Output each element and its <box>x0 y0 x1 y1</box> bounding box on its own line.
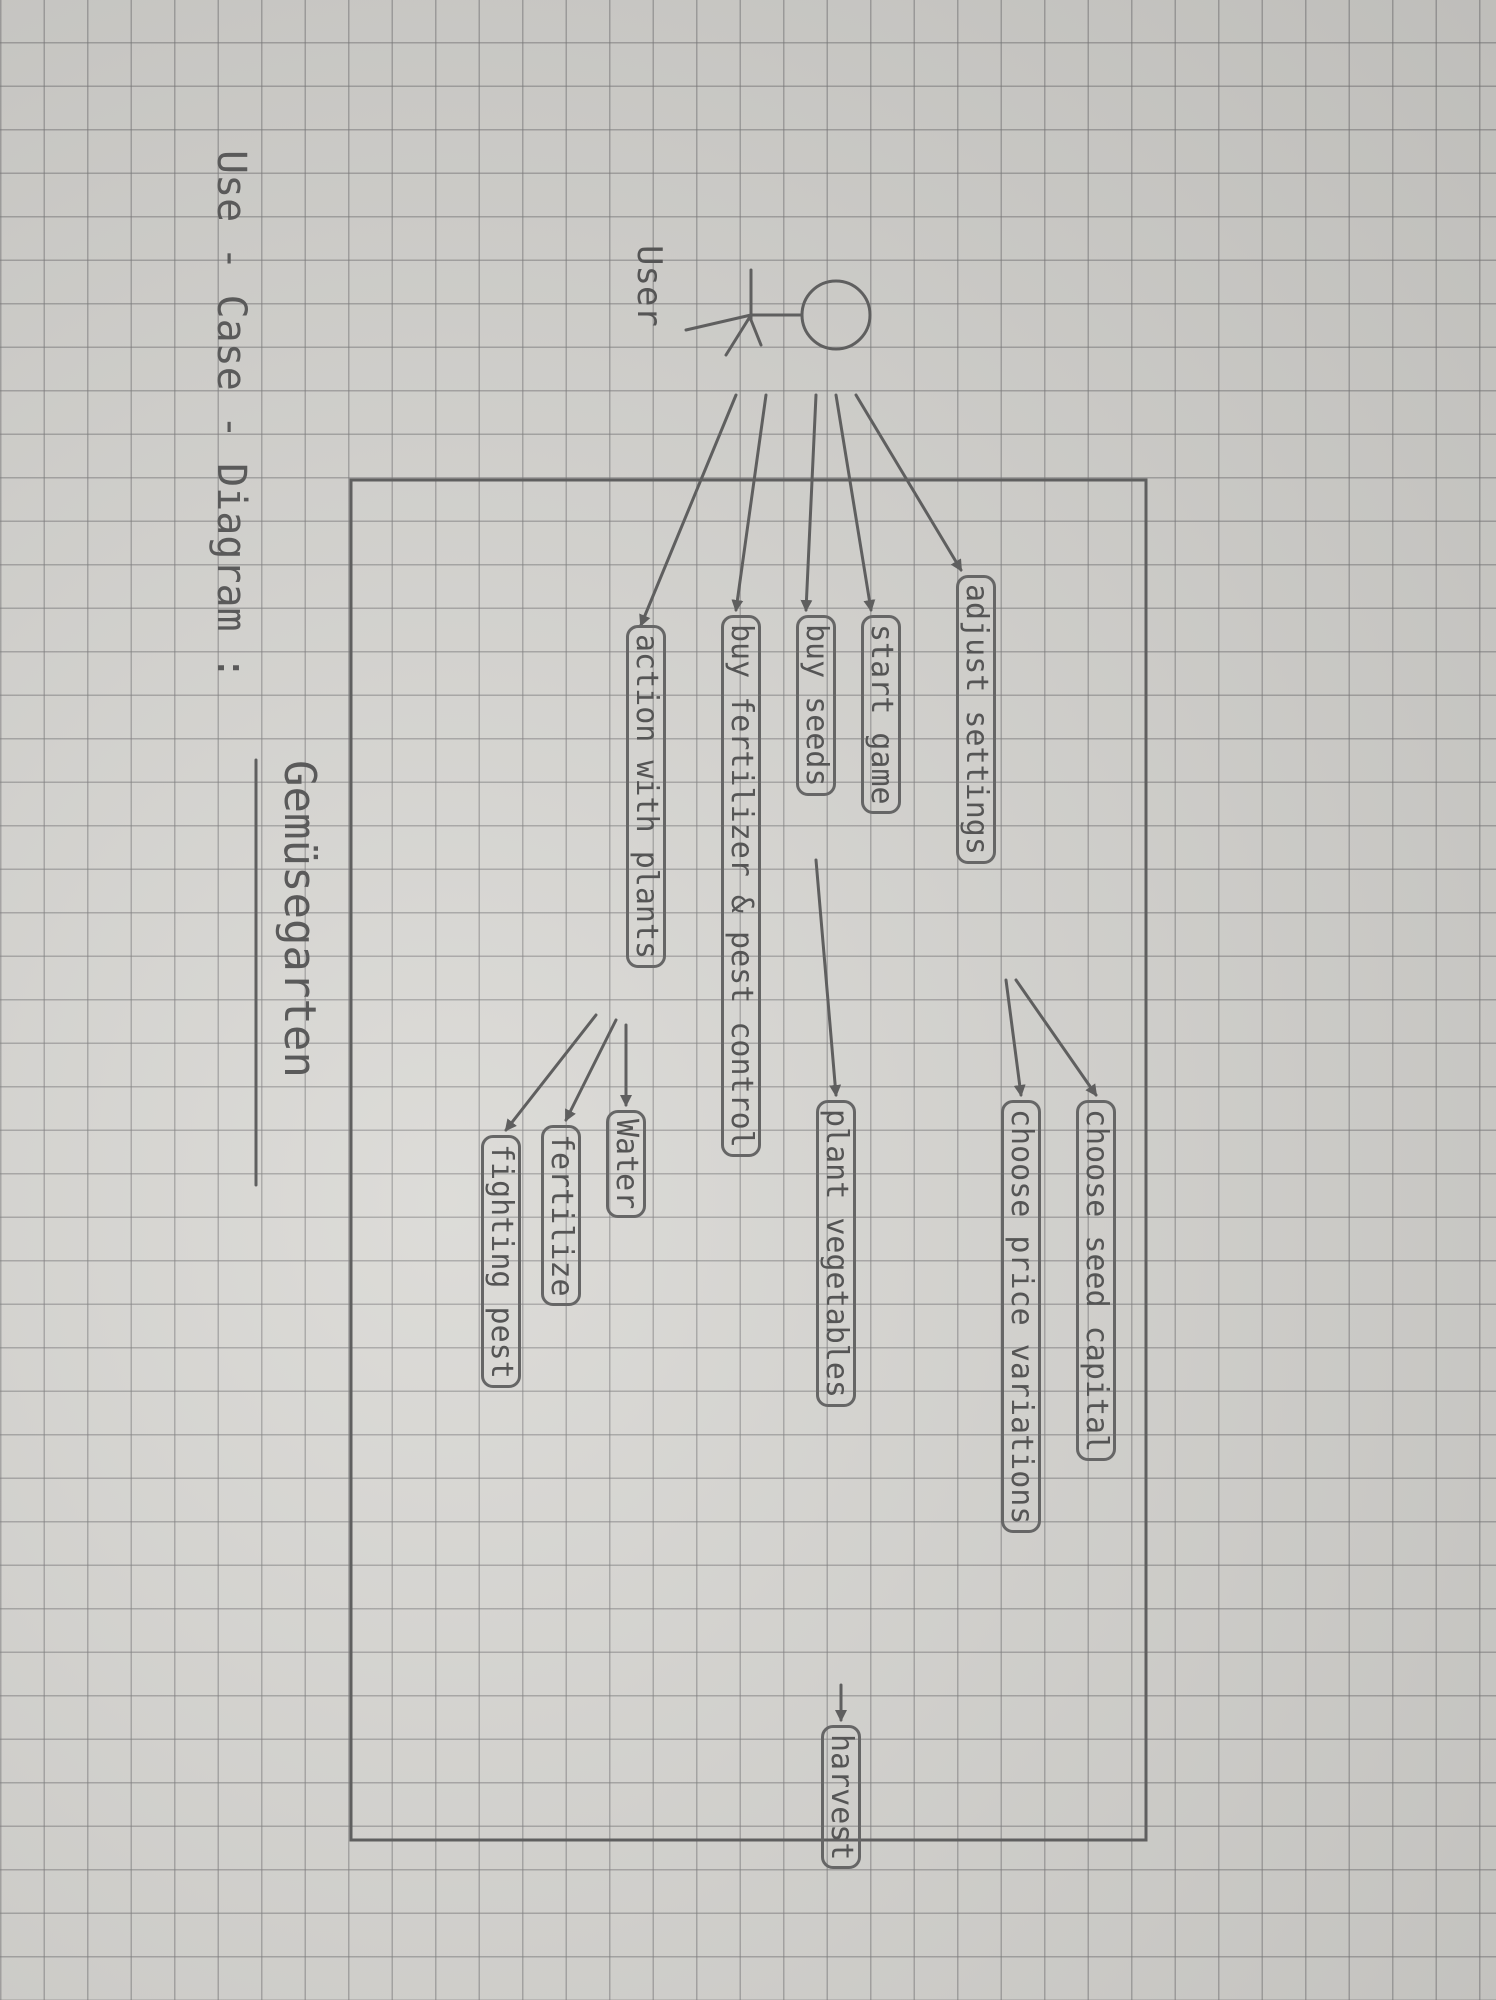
use-case-water: Water <box>606 1110 646 1219</box>
arrow-fighting-pest <box>504 1013 598 1132</box>
use-case-fighting-pest: fighting pest <box>481 1135 521 1388</box>
use-case-buy-fertilizer: buy fertilizer & pest control <box>721 615 761 1157</box>
arrow-seed-capital <box>1014 978 1098 1097</box>
assoc-buy-seeds <box>800 393 818 612</box>
actor-leg-left <box>684 313 753 332</box>
arrow-price-variations <box>1004 978 1026 1097</box>
assoc-adjust-settings <box>854 393 963 572</box>
arrow-plant-vegetables <box>814 858 842 1097</box>
diagram-heading: Use - Case - Diagram : <box>208 150 254 680</box>
use-case-harvest: harvest <box>821 1725 861 1870</box>
actor-leg-right <box>724 313 753 357</box>
page-title: Gemüsegarten <box>274 760 325 1078</box>
assoc-start-game <box>834 393 876 612</box>
use-case-buy-seeds: buy seeds <box>796 615 836 796</box>
use-case-action-with-plants: action with plants <box>626 625 666 969</box>
use-case-choose-seed-capital: choose seed capital <box>1076 1100 1116 1462</box>
arrow-fertilize <box>564 1018 618 1122</box>
actor-label: User <box>629 245 669 327</box>
use-case-start-game: start game <box>861 615 901 814</box>
use-case-fertilize: fertilize <box>541 1125 581 1306</box>
actor-head <box>800 279 872 351</box>
assoc-action-with-plants <box>639 393 738 627</box>
use-case-adjust-settings: adjust settings <box>956 575 996 864</box>
use-case-choose-price-variations: choose price variations <box>1001 1100 1041 1534</box>
use-case-plant-vegetables: plant vegetables <box>816 1100 856 1407</box>
assoc-buy-fertilizer <box>731 393 768 612</box>
system-boundary <box>349 478 1148 1842</box>
